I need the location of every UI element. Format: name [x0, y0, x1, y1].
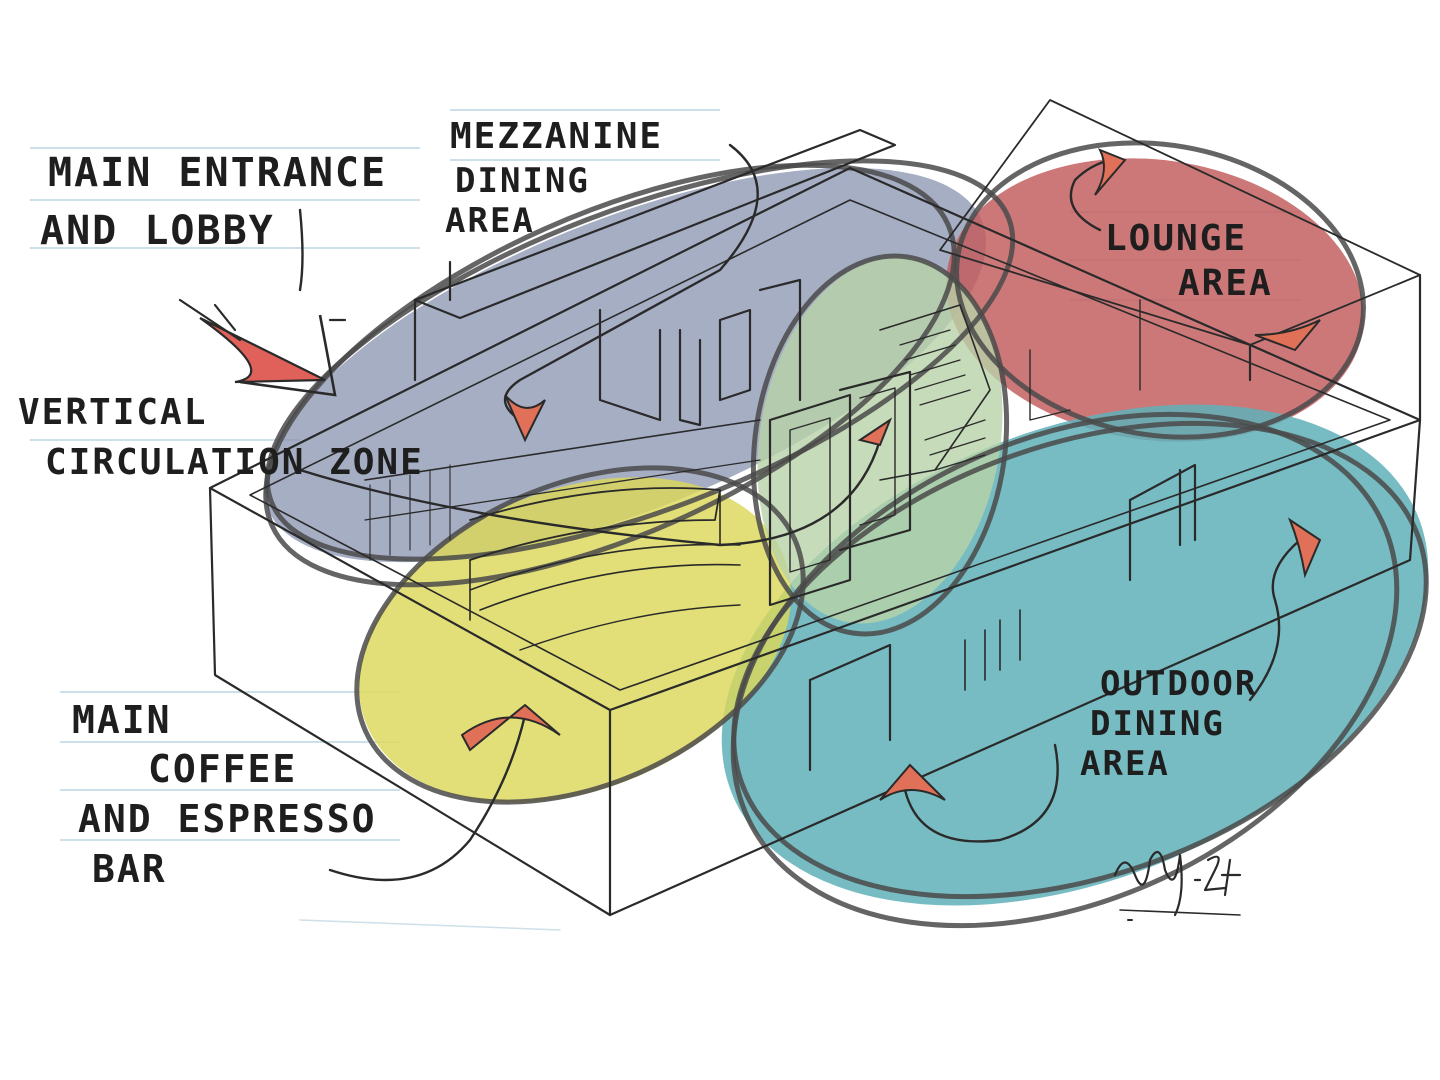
outdoor-label-line-1: OUTDOOR: [1100, 664, 1257, 704]
lounge-zone-bubble: [946, 158, 1364, 442]
mezzanine-flow-arrow: [503, 143, 759, 422]
entrance-arrow-tip-icon: [239, 314, 337, 397]
vertical-label-line-2: CIRCULATION ZONE: [45, 442, 424, 483]
entrance-label-line-1: MAIN ENTRANCE: [48, 150, 387, 196]
mezzanine-zone-bubble: [263, 167, 987, 563]
mezzanine-label-line-1: MEZZANINE: [450, 116, 663, 157]
arrow-head-icon: [504, 394, 546, 443]
bar-label-line-2: COFFEE: [148, 747, 297, 791]
vertical-flow-arrow: [298, 438, 882, 547]
entrance-flow-arrow: [298, 208, 304, 292]
lounge-label-line-2: AREA: [1178, 263, 1273, 304]
lounge-flow-arrow: [1069, 158, 1112, 232]
flow-arrows: [178, 143, 1322, 882]
outdoor-label-line-3: AREA: [1080, 744, 1170, 784]
lounge-label-line-1: LOUNGE: [1105, 218, 1247, 259]
entrance-label-line-2: AND LOBBY: [40, 208, 275, 254]
bar-flow-arrow: [328, 713, 527, 882]
entrance-arrow-icon: [199, 317, 326, 384]
outdoor-label-line-2: DINING: [1090, 704, 1225, 744]
arrow-head-icon: [460, 703, 561, 752]
vertical-label-line-1: VERTICAL: [18, 392, 207, 433]
zone-labels: MAIN ENTRANCE AND LOBBY MEZZANINE DINING…: [18, 116, 1273, 891]
mezzanine-label-line-2: DINING: [455, 161, 590, 201]
zone-bubbles: [263, 158, 1429, 906]
arrow-head-icon: [879, 763, 946, 801]
outdoor-flow-arrow-2: [1248, 538, 1302, 702]
artist-signature: [1113, 850, 1242, 921]
building-sketch: [208, 99, 1422, 931]
bar-label-line-1: MAIN: [72, 698, 172, 742]
arrow-head-icon: [857, 417, 893, 447]
bar-label-line-4: BAR: [92, 847, 167, 891]
arrow-head-icon: [1287, 517, 1322, 579]
arrow-head-icon: [1254, 319, 1321, 352]
bar-label-line-3: AND ESPRESSO: [78, 797, 377, 841]
arrow-head-icon: [1094, 148, 1127, 196]
mezzanine-label-line-3: AREA: [445, 201, 535, 241]
outdoor-flow-arrow: [903, 743, 1059, 843]
